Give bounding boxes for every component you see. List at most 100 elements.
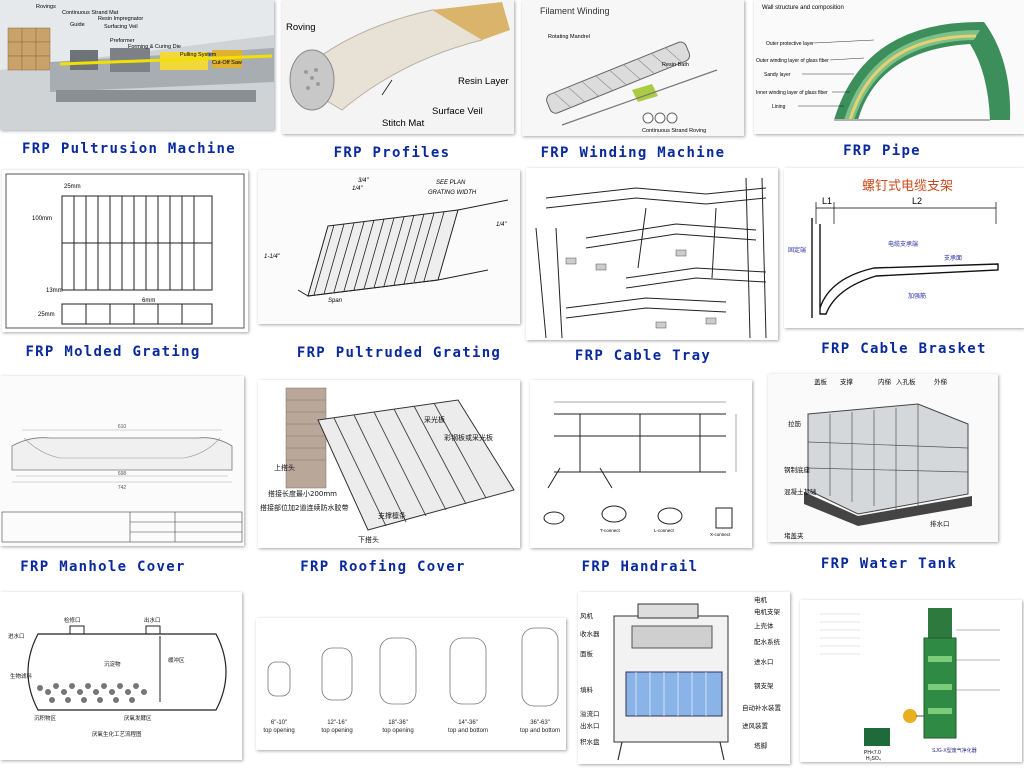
pultruded-label: GRATING WIDTH: [428, 190, 477, 196]
tower-label: 出水口: [580, 721, 600, 730]
tower-label: 进水口: [754, 657, 774, 666]
profiles-label: Roving: [286, 22, 316, 33]
tank-size-label: 18"-36": [388, 720, 408, 726]
pipe-layer-label: Outer protective layer: [766, 41, 814, 47]
cooling-tower-image[interactable]: 电机 电机支架 风机 收水器 上壳体 面板 配水系统 进水口 填料 钢支架 溢流…: [578, 592, 790, 764]
bracket-l2: L2: [912, 196, 922, 206]
pultruded-label: Span: [328, 298, 343, 304]
tank-label: 盖板: [814, 377, 828, 386]
pultrusion-machine-image[interactable]: Rovings Continuous Strand Mat Resin Impr…: [0, 0, 274, 130]
tank-size-label: 14"-36": [458, 720, 478, 726]
pultruded-label: 1/4": [352, 186, 363, 192]
bracket-label: 固定端: [788, 246, 806, 254]
pultrusion-label: Guide: [70, 22, 85, 28]
pultrusion-label: Rovings: [36, 4, 56, 10]
septic-label: 缓冲区: [168, 656, 185, 664]
tank-label: 支撑: [840, 377, 854, 386]
roofing-label: 搭接长度最小200mm: [268, 489, 337, 498]
bracket-title: 螺钉式电缆支架: [862, 178, 953, 194]
tank-size-label: 36"-63": [530, 720, 550, 726]
manhole-cover-image[interactable]: 610 698 742: [0, 376, 244, 546]
tower-label: 钢支架: [754, 681, 774, 690]
tower-label: 风机: [580, 611, 594, 620]
tank-opening-label: top and bottom: [520, 728, 560, 734]
winding-title: Filament Winding: [540, 6, 610, 16]
tower-label: 积水盘: [580, 737, 600, 746]
caption-cable-bracket: FRP Cable Brasket: [821, 341, 987, 357]
tower-label: 收水器: [580, 629, 600, 638]
septic-label: 厌氧生化工艺流程图: [92, 730, 142, 738]
roofing-label: 上搭头: [274, 463, 295, 472]
water-tank-image[interactable]: 盖板 支撑 内梯 入孔板 外梯 拉筋 钢制底座 混凝土基础 堵盖夹 排水口: [768, 374, 998, 542]
pipe-layer-label: Inner winding layer of glass fiber: [756, 90, 828, 96]
molded-dim: 6mm: [142, 298, 155, 304]
septic-label: 进水口: [8, 632, 25, 640]
caption-profiles: FRP Profiles: [333, 145, 451, 161]
tank-label: 拉筋: [788, 419, 802, 428]
caption-manhole-cover: FRP Manhole Cover: [20, 559, 186, 575]
molded-dim: 25mm: [38, 312, 55, 318]
winding-label: Continuous Strand Roving: [642, 128, 706, 134]
molded-dim: 100mm: [32, 216, 52, 222]
pipe-layer-label: Lining: [772, 104, 786, 110]
tank-label: 入孔板: [896, 377, 916, 386]
pipe-image[interactable]: Wall structure and composition Outer pro…: [754, 0, 1024, 134]
tank-label: 堵盖夹: [784, 531, 804, 540]
pultruded-label: 1/4": [496, 222, 507, 228]
tower-label: 上壳体: [754, 621, 774, 630]
tank-label: 外梯: [934, 377, 948, 386]
tank-opening-label: top opening: [382, 728, 413, 734]
scrubber-acid-label: H₂SO₄: [866, 756, 881, 762]
pultruded-label: 1-1/4": [264, 254, 281, 260]
pultruded-label: SEE PLAN: [436, 180, 466, 186]
manhole-dim: 698: [118, 471, 127, 477]
tank-size-label: 12"-16": [327, 720, 347, 726]
roofing-cover-image[interactable]: 采光板 彩钢板或采光板 上搭头 搭接长度最小200mm 搭接部位加2道连续防水胶…: [258, 380, 520, 548]
handrail-image[interactable]: T-connect L-connect X-connect: [530, 380, 752, 548]
scrubber-image[interactable]: SJG-X型废气净化器 PH<7.0 H₂SO₄: [800, 600, 1022, 762]
pultrusion-label: Forming & Curing Die: [128, 44, 181, 50]
scrubber-caption: SJG-X型废气净化器: [932, 747, 977, 754]
tower-label: 填料: [580, 685, 594, 694]
roofing-label: 采光板: [424, 415, 445, 424]
pultrusion-label: Surfacing Veil: [104, 24, 138, 30]
handrail-label: L-connect: [654, 528, 675, 533]
molded-dim: 25mm: [64, 184, 81, 190]
pultrusion-label: Continuous Strand Mat: [62, 10, 119, 16]
caption-roofing-cover: FRP Roofing Cover: [300, 559, 466, 575]
winding-machine-image[interactable]: Filament Winding Rotating Mandrel Resin …: [522, 0, 744, 136]
storage-tanks-image[interactable]: 6"-10" top opening 12"-16" top opening 1…: [256, 618, 566, 750]
caption-molded-grating: FRP Molded Grating: [25, 344, 201, 360]
roofing-label: 下搭头: [358, 535, 379, 544]
tower-label: 溢流口: [580, 709, 600, 718]
pultruded-grating-image[interactable]: SEE PLAN GRATING WIDTH Span 1-1/4" 3/4" …: [258, 170, 520, 324]
profiles-image[interactable]: Roving Resin Layer Surface Veil Stitch M…: [282, 0, 514, 134]
winding-label: Resin Bath: [662, 62, 689, 68]
septic-label: 沉淀物: [104, 660, 121, 668]
bracket-label: 电缆支承端: [888, 240, 918, 248]
tower-label: 自动补水装置: [742, 703, 782, 712]
pipe-layer-label: Outer winding layer of glass fiber: [756, 58, 829, 64]
manhole-dim: 610: [118, 424, 127, 430]
tank-opening-label: top and bottom: [448, 728, 488, 734]
tank-label: 排水口: [930, 519, 950, 528]
roofing-label: 彩钢板或采光板: [444, 433, 493, 442]
tower-label: 电机: [754, 595, 768, 604]
cable-tray-image[interactable]: [526, 168, 778, 340]
profiles-label: Surface Veil: [432, 106, 483, 117]
handrail-label: X-connect: [710, 532, 731, 537]
pultruded-label: 3/4": [358, 178, 369, 184]
tower-label: 进风装置: [742, 721, 769, 730]
caption-pultrusion-machine: FRP Pultrusion Machine: [21, 141, 237, 157]
molded-grating-image[interactable]: 25mm 100mm 13mm 6mm 25mm: [2, 170, 248, 332]
septic-label: 出水口: [144, 616, 161, 624]
pipe-title: Wall structure and composition: [762, 5, 844, 11]
tank-label: 内梯: [878, 377, 892, 386]
caption-handrail: FRP Handrail: [581, 559, 699, 575]
septic-tank-image[interactable]: 进水口 检修口 出水口 缓冲区 生物滤料 沉淀物 沉积物区 厌氧发酵区 厌氧生化…: [0, 592, 242, 760]
tower-label: 电机支架: [754, 607, 781, 616]
cable-bracket-image[interactable]: 螺钉式电缆支架 L1 L2 固定端 电缆支承端 支承面 加强筋: [784, 168, 1024, 328]
molded-dim: 13mm: [46, 288, 63, 294]
septic-label: 厌氧发酵区: [124, 714, 152, 722]
pultrusion-label: Cut-Off Saw: [212, 60, 242, 66]
